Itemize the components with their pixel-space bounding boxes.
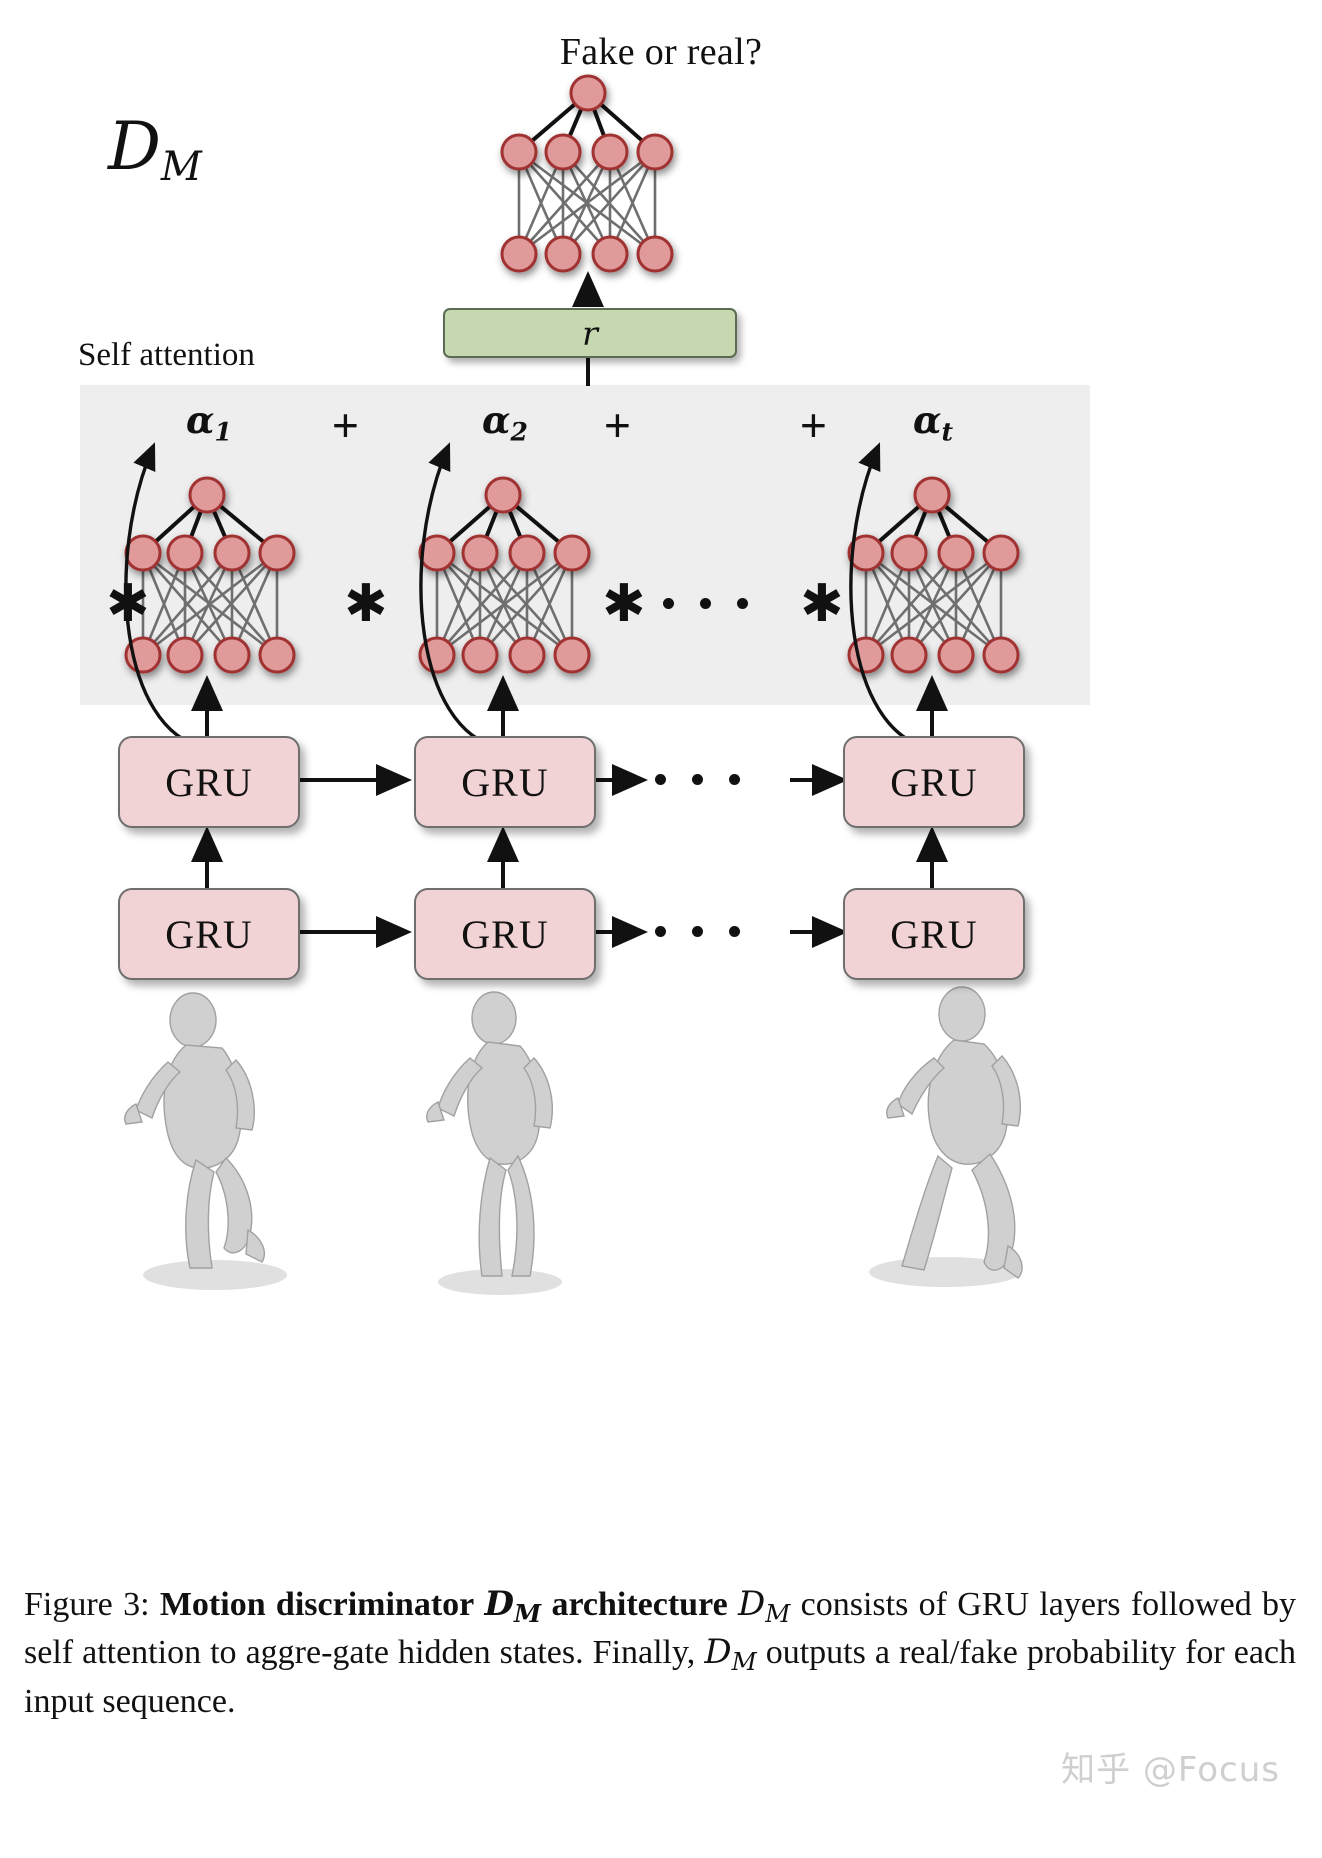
gru-top-t: GRU: [843, 736, 1025, 828]
multiply-operator-2: ✱: [344, 574, 388, 634]
alpha-t-label: αt: [913, 398, 953, 447]
gru-bottom-ellipsis: [655, 926, 740, 937]
caption-symbol-2: DM: [737, 1584, 791, 1628]
discriminator-symbol-d: D: [108, 108, 161, 185]
self-attention-label: Self attention: [78, 337, 255, 373]
plus-operator-1: +: [332, 399, 359, 451]
caption-number: Figure 3:: [24, 1586, 150, 1623]
fake-or-real-label: Fake or real?: [559, 31, 763, 73]
plus-operator-3: +: [800, 399, 827, 451]
mesh-figure-2: [426, 991, 562, 1295]
gru-label: GRU: [461, 759, 549, 805]
plus-operator-2: +: [604, 399, 631, 451]
caption-symbol-1: DM: [484, 1584, 542, 1628]
discriminator-symbol-label: DM: [108, 108, 202, 190]
caption-bold-2: architecture: [551, 1586, 728, 1623]
alpha-1-subscript: 1: [214, 417, 232, 447]
gru-label: GRU: [165, 911, 253, 957]
r-label: r: [582, 313, 598, 353]
alpha-1-symbol: α: [186, 398, 215, 442]
watermark: 知乎 @Focus: [1061, 1750, 1280, 1790]
alpha-t-symbol: α: [913, 398, 942, 442]
top-mlp-grey-edges: [517, 150, 657, 256]
attention-mlp-t: [847, 442, 1020, 750]
alpha-2-label: α2: [482, 398, 528, 447]
gru-top-ellipsis: [655, 774, 740, 785]
attention-mlp-1: [124, 442, 296, 750]
gru-label: GRU: [461, 911, 549, 957]
alpha-2-subscript: 2: [510, 417, 528, 447]
gru-bottom-1: GRU: [118, 888, 300, 980]
multiply-operator-4: ✱: [800, 574, 844, 634]
attention-mlp-2: [418, 442, 591, 750]
multiply-operator-3: ✱: [602, 574, 646, 634]
gru-top-1: GRU: [118, 736, 300, 828]
gru-label: GRU: [890, 759, 978, 805]
discriminator-symbol-subscript: M: [160, 144, 202, 191]
caption-bold-1: Motion discriminator: [159, 1586, 475, 1623]
mesh-figure-3: [869, 986, 1023, 1287]
caption-symbol-3: DM: [704, 1632, 757, 1677]
alpha-1-label: α1: [186, 398, 232, 447]
multiply-operator-1: ✱: [106, 574, 150, 634]
gru-label: GRU: [890, 911, 978, 957]
top-mlp-nodes: [500, 74, 674, 273]
gru-top-2: GRU: [414, 736, 596, 828]
gru-bottom-t: GRU: [843, 888, 1025, 980]
alpha-2-symbol: α: [482, 398, 511, 442]
caption-rest-1: consists of GRU layers followed by self …: [24, 1586, 1297, 1672]
alpha-t-subscript: t: [941, 417, 954, 447]
caption-rest-2: outputs a real/fake probability for each…: [24, 1634, 1297, 1720]
gru-bottom-2: GRU: [414, 888, 596, 980]
mesh-figure-1: [124, 992, 287, 1290]
figure-caption: Figure 3: Motion discriminator DM archit…: [24, 1582, 1296, 1724]
aggregation-vector-box: r: [443, 308, 737, 358]
attention-ellipsis: [663, 598, 748, 609]
gru-connections: [191, 764, 948, 948]
gru-label: GRU: [165, 759, 253, 805]
